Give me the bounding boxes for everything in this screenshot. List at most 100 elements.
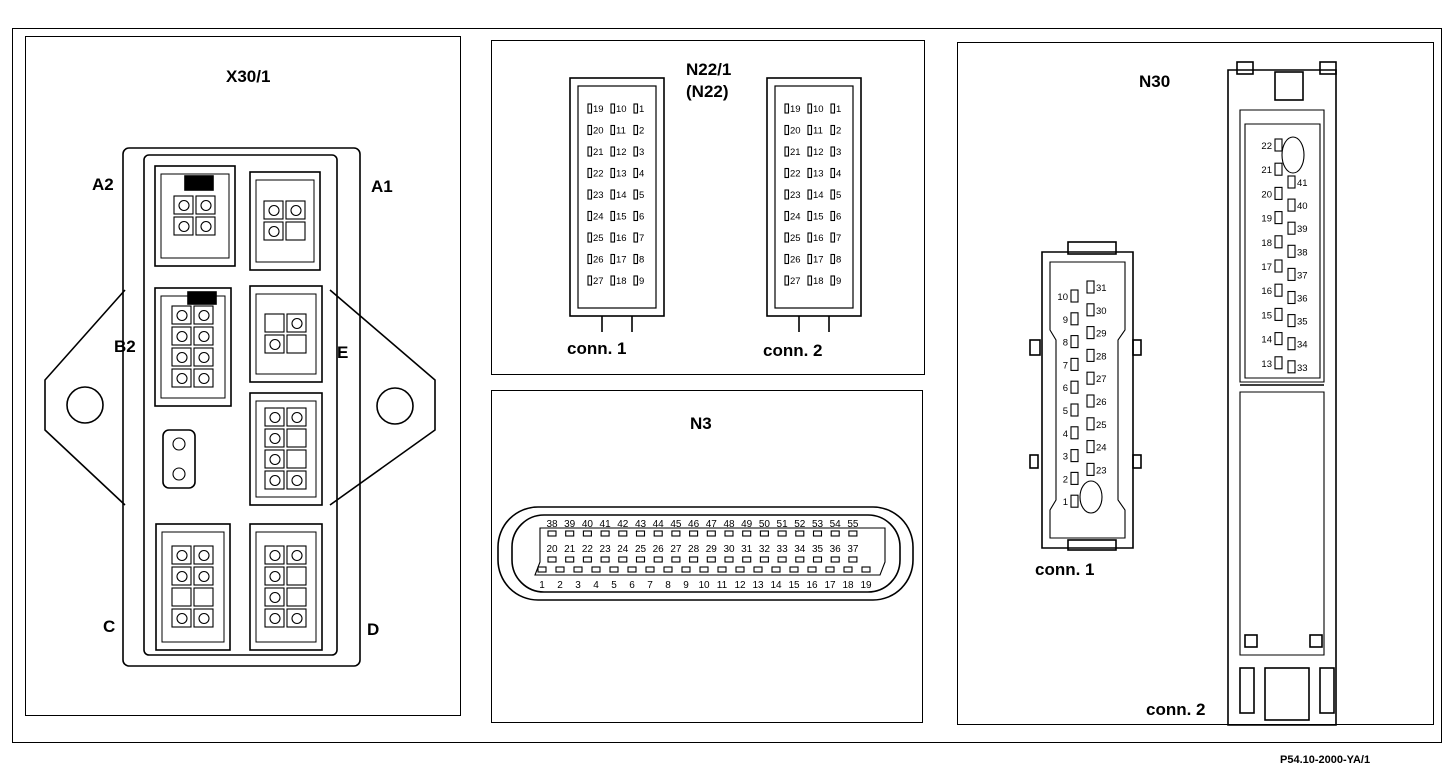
n22-conn2-pin-marker [807,189,813,200]
n22-conn1-pin-label: 17 [616,255,627,266]
n22-conn2-pin-marker [830,253,836,265]
n22-conn2-pin-label: 18 [813,276,824,287]
n22-conn2-pin-marker [830,146,836,157]
n3-pin-top [547,530,557,537]
n22-conn1-pin-marker [633,253,639,265]
n30-conn1-pin [1086,326,1095,340]
n22-conn1-pin-marker [610,253,616,265]
n3-pin-bot [699,566,709,573]
n3-pin-mid [689,556,699,563]
x30-outer-body [122,147,361,667]
n22-conn1-pin-label: 10 [616,104,627,115]
x30-label-e: E [337,343,349,362]
n22-conn2-pin-label: 6 [836,212,841,223]
n3-pin-label-bot: 4 [593,580,599,591]
n30-conn1-inner [1049,261,1126,539]
n30-conn1-pin-label: 7 [1063,360,1068,371]
x30-socket-mid-cell [286,407,307,427]
n3-pin-label-top: 38 [546,519,558,530]
x30-socket-c-pin [198,549,210,562]
x30-socket-a2-inner [160,173,230,259]
n30-conn2-pin-label: 33 [1297,363,1308,374]
n30-conn1-pin-label: 2 [1063,474,1068,485]
x30-socket-b2-pin [198,351,210,364]
n22-conn2-pin-label: 16 [813,233,824,244]
n22-conn2-label: conn. 2 [763,341,823,360]
n30-conn1-pin [1070,335,1079,349]
n3-pin-top [795,530,805,537]
n22-conn1-pin-label: 11 [616,126,626,137]
n3-pin-label-mid: 25 [635,544,647,555]
n30-conn2-pin-field [1244,123,1321,379]
n22-conn1-pin-marker [587,253,593,265]
x30-socket-a1-inner [255,179,315,263]
n22-conn2-pin-marker [784,232,790,243]
n3-pin-bot [825,566,835,573]
n3-pin-bot [771,566,781,573]
n22-conn1-pin-label: 6 [639,212,644,223]
x30-socket-b2-inner [160,295,226,399]
n22-conn2-pin-label: 11 [813,126,823,137]
x30-socket-mid-pin [291,411,303,424]
x30-socket-a1 [249,171,321,271]
n30-conn2-pin-label: 13 [1261,359,1272,370]
n3-pin-top [830,530,840,537]
x30-socket-b2-pin [198,309,210,322]
x30-socket-c-pin [176,612,188,625]
n22-conn2-pin-marker [807,124,813,136]
n22-conn2-pin-label: 1 [836,104,841,115]
x30-socket-c-cell [193,566,214,586]
n3-pin-bot [645,566,655,573]
n22-conn1-pin-marker [610,124,616,136]
n3-pin-top [724,530,734,537]
x30-socket-e-cell [264,313,285,333]
x30-socket-a1-cell [285,221,306,241]
n3-pin-label-mid: 22 [582,544,594,555]
x30-small-socket [162,429,196,489]
n3-inner-shell [511,514,901,593]
n30-conn2-top-ear [1236,61,1254,75]
x30-socket-c-cell [171,608,192,628]
n3-pin-top [635,530,646,537]
n3-outer-shell [497,506,914,601]
n30-conn2-latch [1309,634,1323,648]
n30-conn1-pin [1086,371,1095,385]
n3-pin-label-bot: 18 [842,580,854,591]
n3-pin-label-bot: 14 [770,580,782,591]
n3-pin-label-top: 42 [617,519,629,530]
n22-conn1-pin-label: 20 [593,126,604,137]
x30-socket-b2-cell [171,368,192,388]
n22-conn2-pin-label: 15 [813,212,824,223]
n3-pin-label-top: 43 [635,519,647,530]
n3-pin-label-top: 50 [759,519,771,530]
n3-pin-bot [663,566,673,573]
n22-conn1-pin-label: 3 [639,147,644,158]
n3-pin-top [848,530,858,537]
n3-pin-mid [618,556,628,563]
x30-socket-mid-cell [286,428,307,448]
n3-pin-label-top: 48 [723,519,735,530]
n30-conn2-pin-label: 15 [1261,310,1272,321]
n22-conn2-pin-label: 10 [813,104,824,115]
n30-conn1-pin-label: 24 [1096,443,1107,454]
n22-conn1-pin-marker [610,103,616,114]
n30-conn1-label: conn. 1 [1035,560,1095,579]
n22-conn1-pin-label: 4 [639,169,644,180]
n3-pin-label-mid: 29 [706,544,718,555]
n3-pin-label-mid: 34 [794,544,806,555]
n3-pin-top [653,530,663,537]
x30-socket-d-pin [269,612,281,625]
x30-socket-c-pin [198,570,210,583]
x30-small-pin [172,467,186,481]
x30-socket-c [155,523,231,651]
n3-pin-mid [795,556,805,563]
n30-conn1-pin [1086,303,1095,317]
x30-socket-mid-cell [286,449,307,469]
n30-conn2-pin [1287,337,1296,351]
n22-conn1-pin-marker [587,146,593,157]
x30-socket-a2-pin [200,199,212,212]
n30-conn2-pin [1274,307,1283,321]
n30-conn2-pin [1287,290,1296,305]
n22-conn2-pin-label: 2 [836,126,841,137]
n3-pin-top [671,530,681,537]
